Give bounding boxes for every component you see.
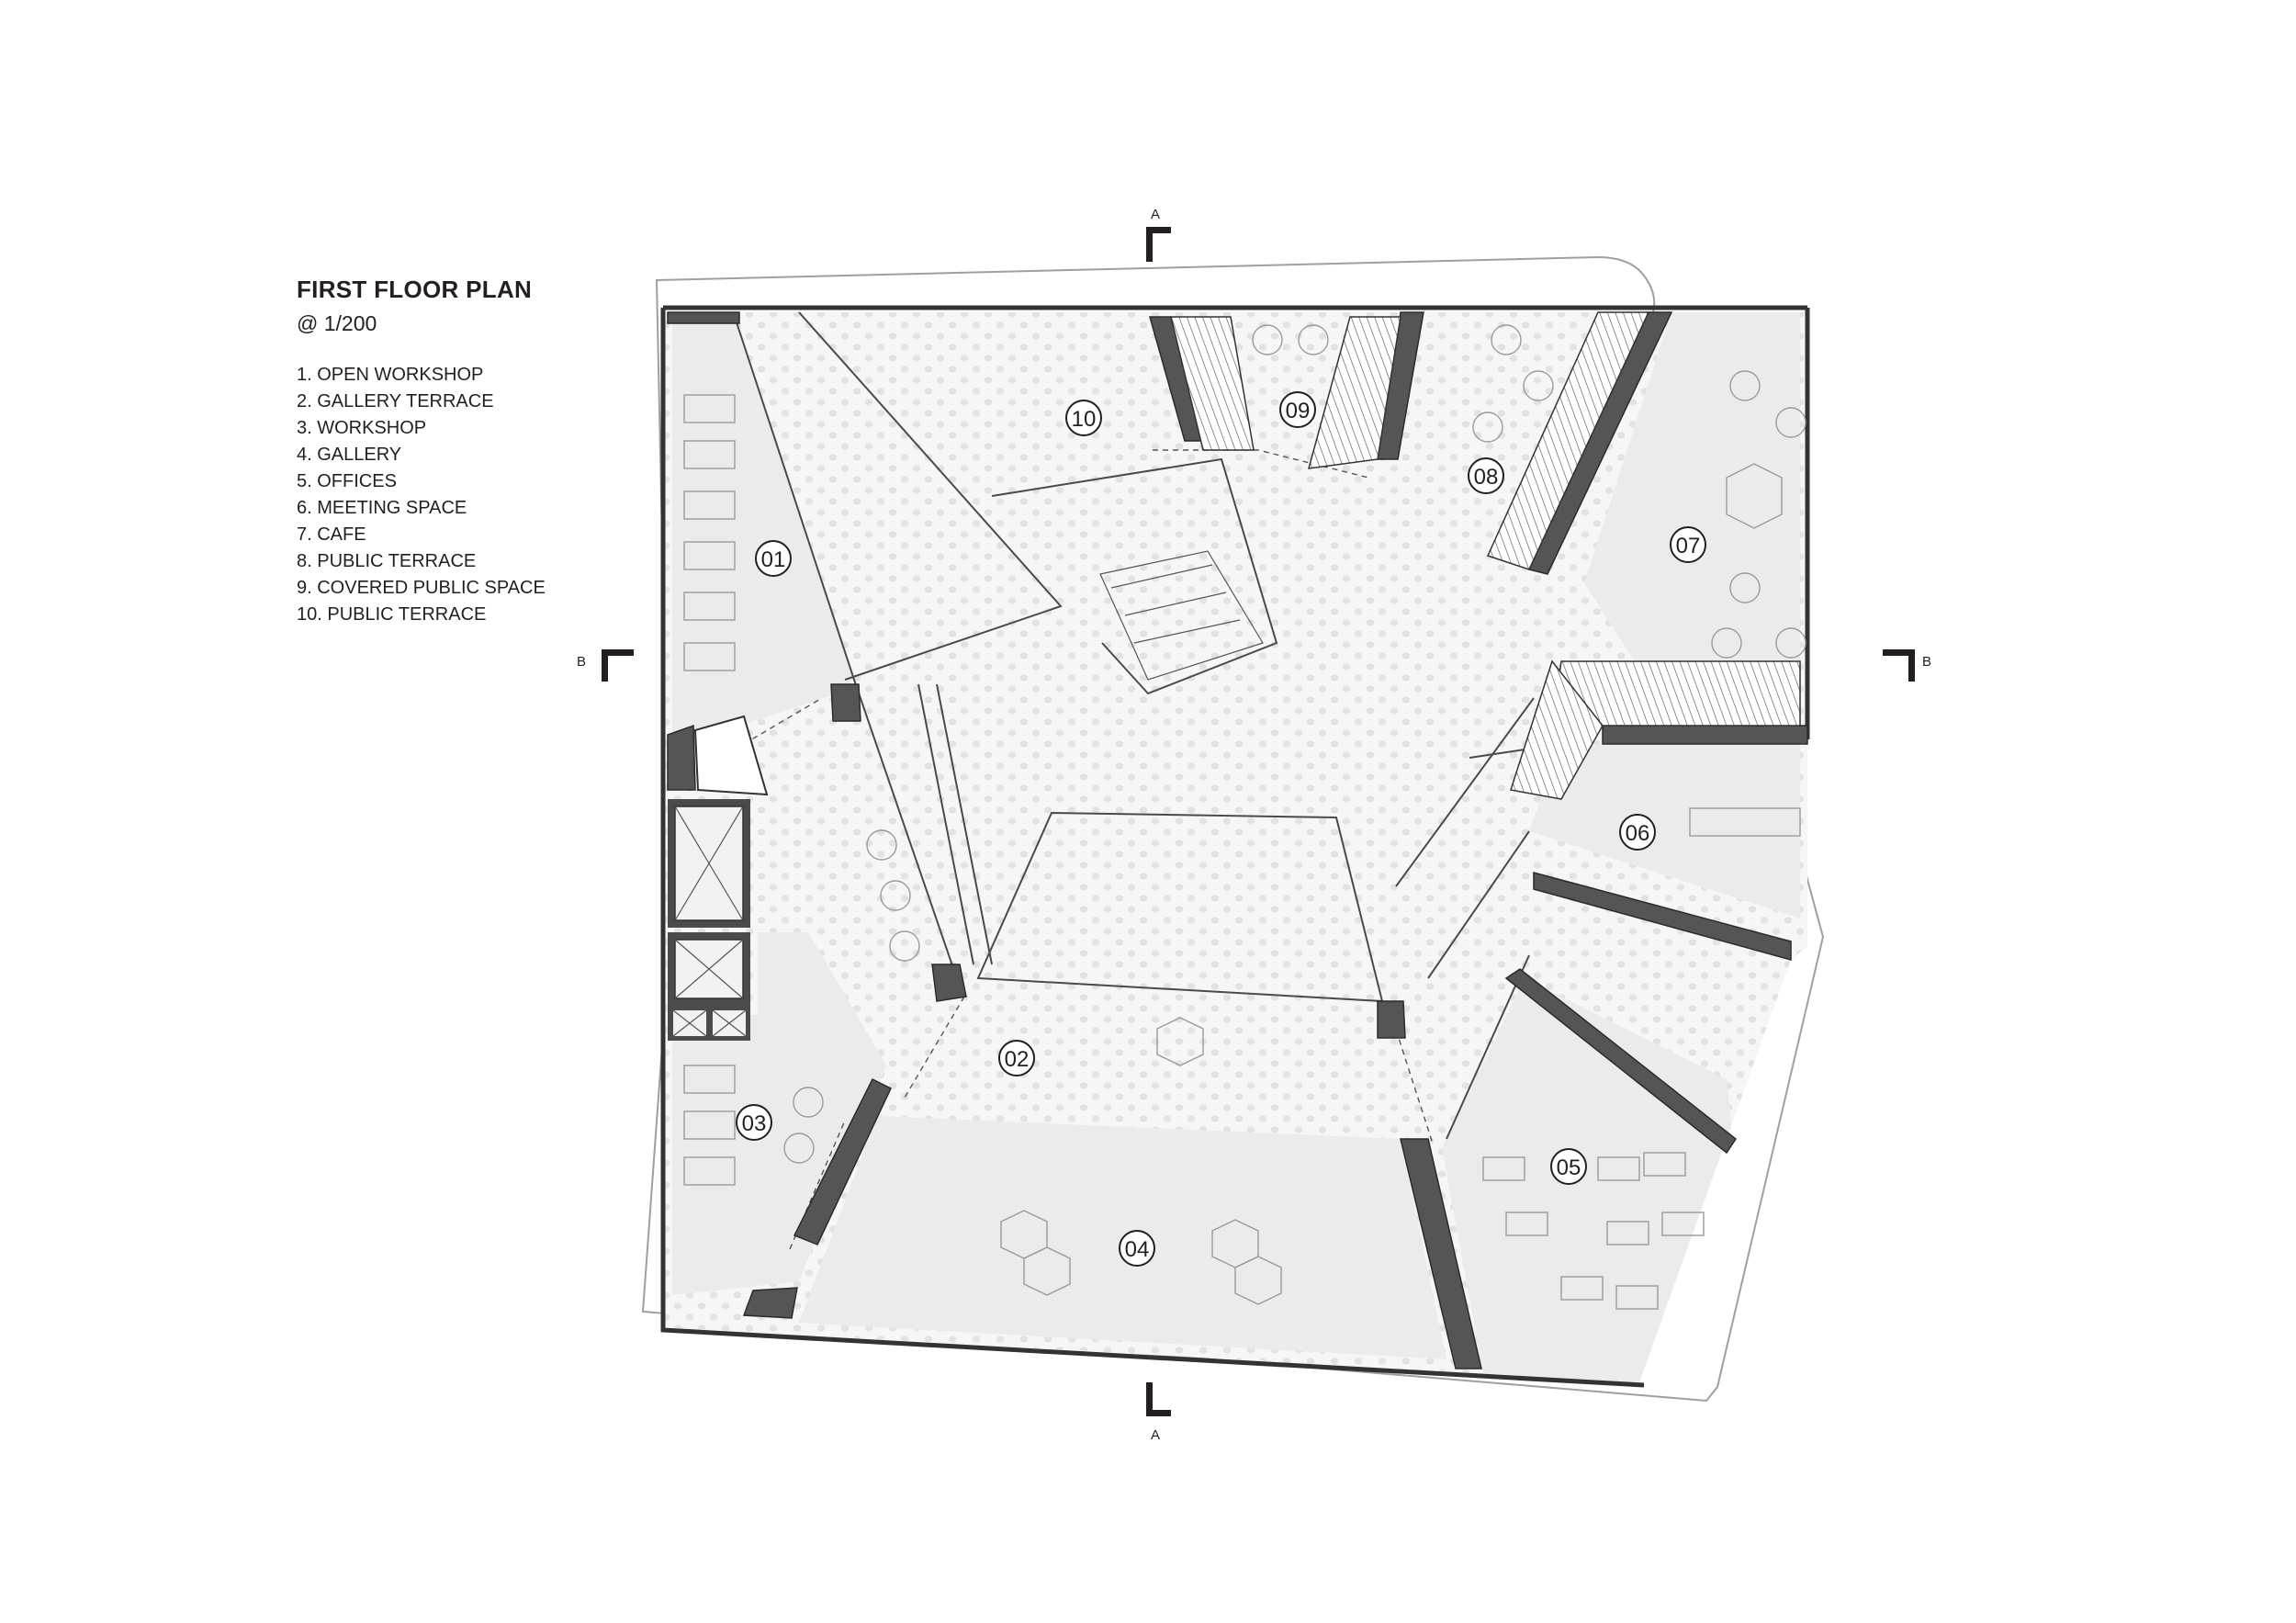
svg-text:A: A bbox=[1151, 1427, 1160, 1443]
legend-item: 10. PUBLIC TERRACE bbox=[297, 604, 487, 625]
wall-segment bbox=[1533, 872, 1792, 961]
room-marker-03: 03 bbox=[736, 1104, 772, 1141]
section-marker-b-left: B bbox=[577, 649, 634, 682]
svg-text:03: 03 bbox=[742, 1111, 767, 1136]
stair-08 bbox=[1486, 311, 1650, 570]
legend-item: 3. WORKSHOP bbox=[297, 418, 427, 438]
room-marker-04: 04 bbox=[1119, 1230, 1155, 1267]
svg-text:B: B bbox=[1922, 654, 1931, 670]
legend-item: 2. GALLERY TERRACE bbox=[297, 391, 494, 411]
wall-segment bbox=[1400, 1138, 1482, 1369]
wall-segment bbox=[793, 1077, 892, 1245]
svg-text:08: 08 bbox=[1474, 465, 1499, 490]
svg-text:02: 02 bbox=[1005, 1047, 1030, 1072]
room-07-area bbox=[1584, 312, 1800, 661]
legend-item: 6. MEETING SPACE bbox=[297, 498, 467, 518]
plan-scale: @ 1/200 bbox=[297, 311, 377, 335]
room-legend: 1. OPEN WORKSHOP 2. GALLERY TERRACE 3. W… bbox=[297, 362, 546, 628]
section-marker-b-right: B bbox=[1883, 649, 1931, 682]
section-marker-a-top: A bbox=[1146, 207, 1171, 262]
furniture bbox=[683, 324, 1806, 1310]
wall-segment bbox=[1504, 968, 1738, 1155]
room-marker-10: 10 bbox=[1065, 400, 1102, 436]
svg-text:A: A bbox=[1151, 207, 1160, 222]
wall-segment bbox=[1602, 725, 1808, 745]
wall-segment bbox=[830, 683, 861, 722]
legend-item: 5. OFFICES bbox=[297, 471, 397, 491]
stair-09-right bbox=[1307, 316, 1401, 469]
vertical-core bbox=[668, 715, 769, 1041]
svg-text:04: 04 bbox=[1125, 1237, 1150, 1262]
svg-text:05: 05 bbox=[1557, 1155, 1581, 1180]
room-marker-05: 05 bbox=[1550, 1148, 1587, 1185]
room-01-area bbox=[672, 321, 854, 735]
site-boundary bbox=[641, 255, 1825, 1403]
interior-diagonals bbox=[734, 316, 1562, 1140]
stair-06 bbox=[1510, 659, 1604, 800]
legend-item: 4. GALLERY bbox=[297, 445, 402, 465]
outer-wall bbox=[660, 305, 1810, 1388]
legend-item: 9. COVERED PUBLIC SPACE bbox=[297, 578, 546, 598]
svg-text:B: B bbox=[577, 654, 586, 670]
wall-segment bbox=[742, 1287, 798, 1319]
atrium-outline bbox=[798, 311, 1278, 695]
section-marker-a-bottom: A bbox=[1146, 1382, 1171, 1443]
room-marker-07: 07 bbox=[1670, 526, 1706, 563]
plan-title: FIRST FLOOR PLAN bbox=[297, 276, 533, 303]
title-block: FIRST FLOOR PLAN @ 1/200 1. OPEN WORKSHO… bbox=[297, 276, 546, 628]
legend-item: 1. OPEN WORKSHOP bbox=[297, 365, 484, 385]
svg-text:07: 07 bbox=[1676, 534, 1701, 558]
svg-text:06: 06 bbox=[1626, 821, 1650, 846]
wall-segment bbox=[931, 964, 967, 1002]
room-06-area bbox=[1529, 744, 1800, 919]
stair-09-left bbox=[1170, 316, 1255, 451]
legend-item: 8. PUBLIC TERRACE bbox=[297, 551, 477, 571]
central-ramp bbox=[1099, 550, 1264, 681]
room-marker-08: 08 bbox=[1468, 457, 1504, 494]
room-marker-09: 09 bbox=[1279, 391, 1316, 428]
svg-text:10: 10 bbox=[1072, 407, 1097, 432]
svg-text:09: 09 bbox=[1286, 399, 1311, 423]
room-marker-01: 01 bbox=[755, 540, 792, 577]
wall-segment bbox=[667, 311, 740, 324]
legend-item: 7. CAFE bbox=[297, 524, 366, 545]
wall-segment bbox=[1377, 1000, 1406, 1039]
room-marker-06: 06 bbox=[1619, 814, 1656, 851]
svg-text:01: 01 bbox=[761, 547, 786, 572]
wall-segment bbox=[667, 724, 696, 791]
room-marker-02: 02 bbox=[998, 1040, 1035, 1076]
